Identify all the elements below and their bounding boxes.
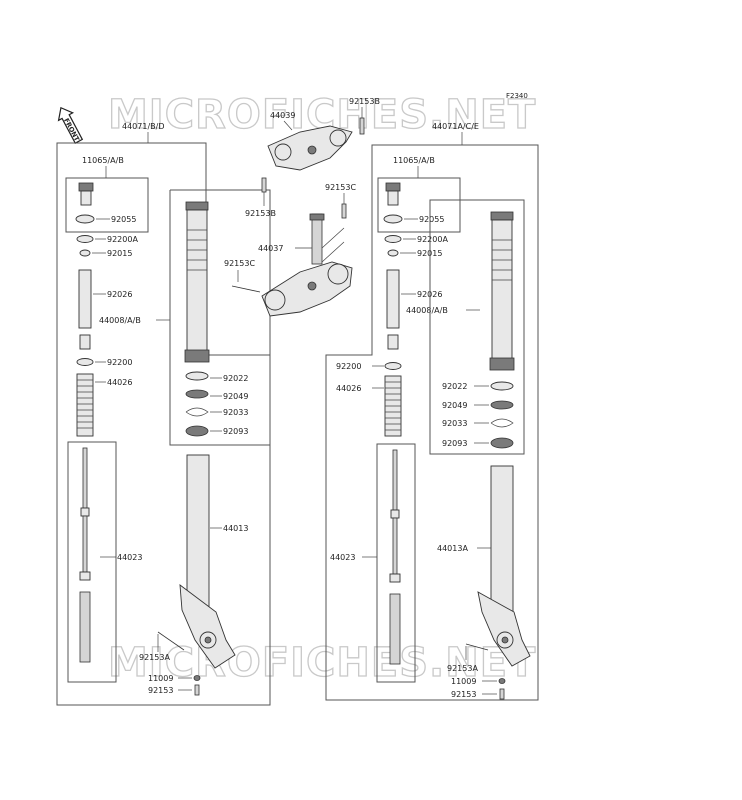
left-bolt-label: 92153 [148,686,173,695]
right-oring-icon [383,214,403,224]
right-assembly-label: 44071A/C/E [432,122,479,131]
right-seal-b-icon [490,400,514,410]
left-spring-label: 44026 [107,378,132,387]
left-seal-b-icon [185,389,209,399]
left-spacer-icon [78,269,92,329]
left-bolt-a-label: 92153A [139,653,170,662]
right-bolt-a-label: 92153A [447,664,478,673]
watermark-bottom: MICROFICHES.NET [108,640,536,686]
right-tube-group-label: 44008/A/B [406,306,448,315]
left-seal-c-icon [185,425,209,437]
left-spring-icon [76,373,94,437]
right-cap-box [377,177,461,233]
right-tube-box [429,199,525,455]
right-bolt-a-icon [465,643,489,651]
right-washer-icon [384,362,402,370]
right-seal-c-label: 92093 [442,439,467,448]
left-seal-a-icon [185,371,209,381]
right-seal-a-label: 92022 [442,382,467,391]
right-cyl-box [376,443,416,683]
left-damper-cylinder-icon [79,447,91,663]
upper-triple-clamp-icon [267,125,353,171]
left-tube-group-label: 44008/A/B [99,316,141,325]
front-arrow-icon: FRONT [57,106,84,144]
right-washer-a-icon [384,235,402,243]
center-steering-assembly: 44039 92153B 92153B 92153C 44037 92153C [224,97,380,317]
left-plug-label: 11009 [148,674,173,683]
right-fork-cap-icon [385,182,401,206]
right-clip-label: 92033 [442,419,467,428]
bolt-c1-icon [341,203,347,219]
left-bolt-icon [194,684,200,696]
left-cap-group-label: 11065/A/B [82,156,124,165]
right-inner-tube-icon [489,211,515,371]
diagram-code: F2340 [506,92,528,100]
left-washer-label: 92200 [107,358,132,367]
right-bolt-icon [499,688,505,700]
right-fork-assembly: 44071A/C/E 11065/A/B 92055 92200A 92015 … [325,122,539,701]
stem-label: 44037 [258,244,283,253]
left-fork-assembly: 44071/B/D 11065/A/B 92055 92200A 92015 9… [56,122,271,706]
right-outer-tube-icon [477,465,531,667]
right-cap-group-label: 11065/A/B [393,156,435,165]
right-spacer-icon [386,269,400,329]
right-spring-label: 44026 [336,384,361,393]
bolt-c2-icon [231,285,261,293]
left-cap-box [65,177,149,233]
right-cyl-label: 44023 [330,553,355,562]
right-seal-c-icon [490,437,514,449]
right-outer-tube-label: 44013A [437,544,468,553]
right-outer-frame [325,144,539,701]
right-seal-b-label: 92049 [442,401,467,410]
left-inner-tube-icon [184,201,210,363]
left-outer-tube-icon [179,454,236,669]
left-seal-a-label: 92022 [223,374,248,383]
left-cyl-box [67,441,117,683]
steering-stem-icon [261,213,353,317]
left-outer-tube-label: 44013 [223,524,248,533]
right-collar-icon [387,334,399,350]
bolt-c1-label: 92153C [325,183,356,192]
bolt-upper-icon [359,117,365,135]
left-oring-icon [75,214,95,224]
upper-clamp-label: 44039 [270,111,295,120]
right-nut-icon [387,249,399,257]
right-bolt-label: 92153 [451,690,476,699]
right-clip-icon [490,418,514,428]
bolt-upper-2-label: 92153B [245,209,276,218]
right-washer-a-label: 92200A [417,235,448,244]
left-clip-label: 92033 [223,408,248,417]
bolt-upper-label: 92153B [349,97,380,106]
right-seal-a-icon [490,381,514,391]
left-nut-label: 92015 [107,249,132,258]
left-washer-icon [76,358,94,366]
left-washer-a-label: 92200A [107,235,138,244]
left-plug-icon [193,675,201,681]
left-fork-cap-icon [78,182,94,206]
bolt-upper-2-icon [261,177,267,193]
left-cyl-label: 44023 [117,553,142,562]
right-spring-icon [384,375,402,437]
left-nut-icon [79,249,91,257]
left-assembly-label: 44071/B/D [122,122,165,131]
bolt-c2-label: 92153C [224,259,255,268]
right-plug-icon [498,678,506,684]
left-bolt-a-icon [157,631,185,651]
front-label: FRONT [62,117,81,143]
left-seal-b-label: 92049 [223,392,248,401]
right-plug-label: 11009 [451,677,476,686]
right-oring-label: 92055 [419,215,444,224]
right-washer-label: 92200 [336,362,361,371]
left-seal-c-label: 92093 [223,427,248,436]
left-oring-label: 92055 [111,215,136,224]
right-damper-cylinder-icon [389,449,401,665]
left-collar-icon [79,334,91,350]
left-clip-icon [185,407,209,417]
left-spacer-label: 92026 [107,290,132,299]
left-washer-a-icon [76,235,94,243]
